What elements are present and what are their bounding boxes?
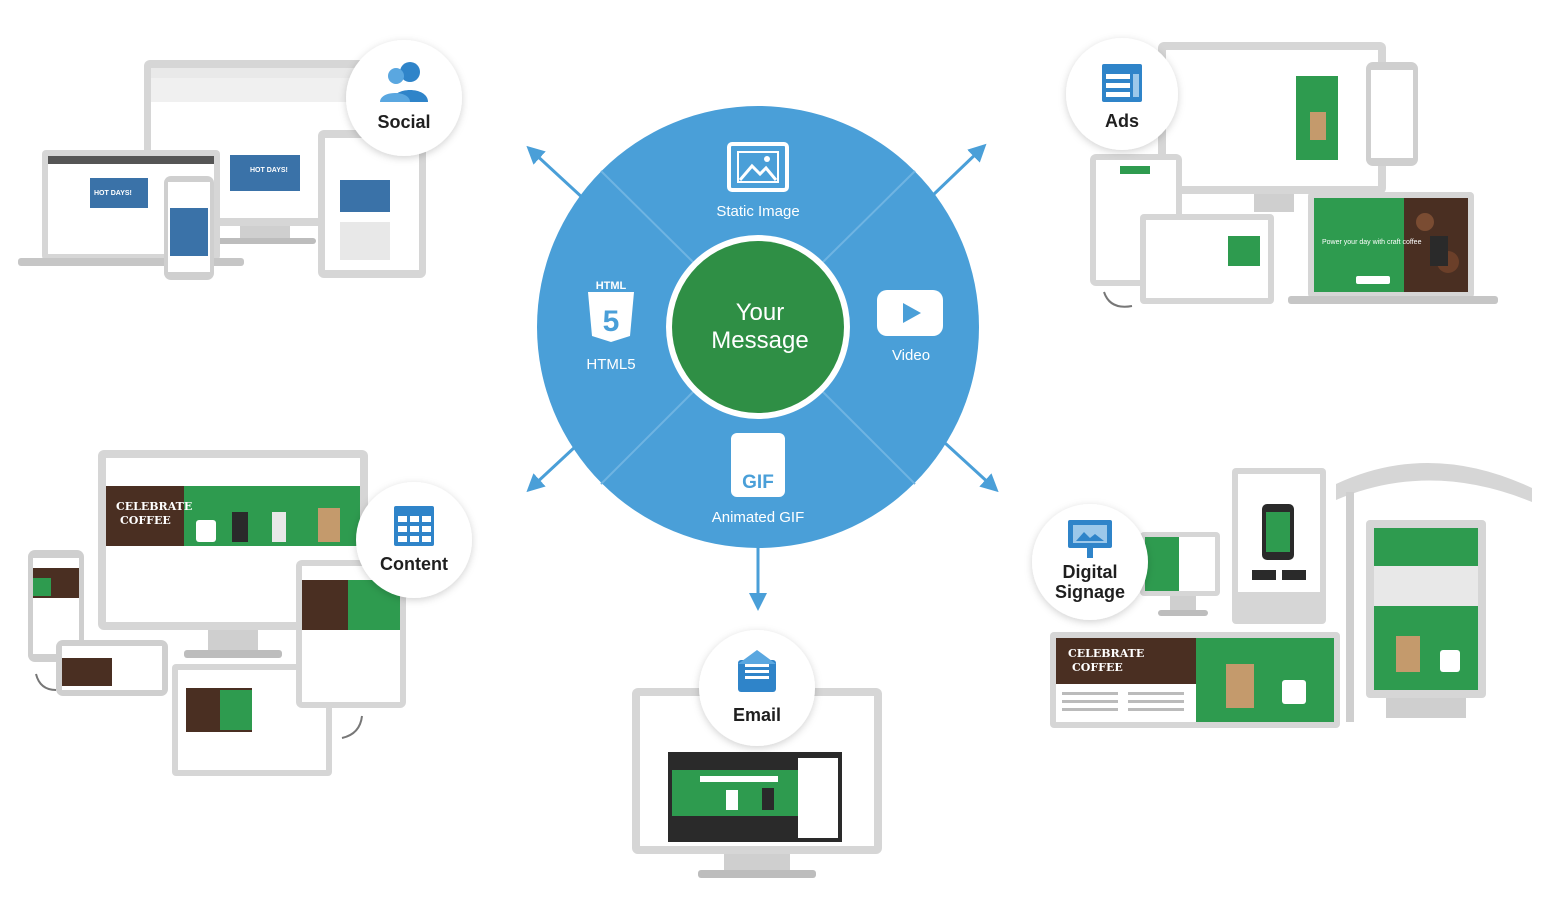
content-grid-icon <box>394 506 434 546</box>
video-label: Video <box>892 347 930 364</box>
video-play-icon <box>877 290 943 336</box>
celebrate-coffee-line1: CELEBRATE <box>116 500 192 513</box>
center-message-line2: Message <box>711 327 808 354</box>
html5-icon-caption: HTML <box>596 280 627 292</box>
wheel-divider <box>600 170 694 263</box>
arrow-to-social <box>526 145 587 202</box>
arrow-to-ads <box>930 143 987 198</box>
html5-label: HTML5 <box>586 356 635 373</box>
celebrate-coffee-line2: COFFEE <box>120 514 171 527</box>
bus-shelter-roof <box>1336 462 1532 502</box>
content-devices: CELEBRATE COFFEE <box>28 450 472 776</box>
celebrate-coffee-line1: CELEBRATE <box>1068 647 1144 660</box>
html5-icon: 5 <box>588 292 634 342</box>
animated-gif-label: Animated GIF <box>712 509 805 526</box>
digital-signage-badge <box>1032 504 1148 620</box>
ads-layout-icon <box>1102 64 1142 102</box>
social-people-icon <box>380 62 428 102</box>
gif-file-icon: GIF <box>731 433 785 497</box>
social-devices: HOT DAYS! HOT DAYS! Social <box>18 40 462 280</box>
celebrate-coffee-line2: COFFEE <box>1072 661 1123 674</box>
ad-copy-text: Power your day with craft coffee <box>1322 239 1422 246</box>
connector-arrows <box>526 143 999 611</box>
center-message-line1: Your <box>736 299 785 326</box>
digital-signage-label-line1: Digital <box>1062 562 1117 582</box>
channel-wheel: Your Message Static Image 5 HTML HTML5 V… <box>537 106 979 548</box>
digital-signage-label-line2: Signage <box>1055 582 1125 602</box>
gif-icon-text: GIF <box>742 472 774 493</box>
digital-signage-devices: CELEBRATE COFFEE Digital Signage <box>1032 462 1532 728</box>
center-message-circle <box>672 241 844 413</box>
email-label: Email <box>733 705 781 725</box>
ads-label: Ads <box>1105 111 1139 131</box>
arrow-to-digital-signage <box>943 441 999 493</box>
hot-days-text: HOT DAYS! <box>250 167 288 174</box>
social-label: Social <box>377 112 430 132</box>
static-image-icon <box>727 142 789 192</box>
wheel-divider <box>822 391 916 485</box>
ads-devices: Power your day with craft coffee Ads <box>1066 38 1498 308</box>
content-label: Content <box>380 554 448 574</box>
html5-icon-number: 5 <box>603 305 620 338</box>
wheel-divider <box>822 170 916 263</box>
email-envelope-icon <box>738 650 776 692</box>
wheel-divider <box>600 391 694 485</box>
billboard-icon <box>1068 520 1112 558</box>
email-device: Email <box>632 630 882 878</box>
hot-days-text: HOT DAYS! <box>94 190 132 197</box>
static-image-label: Static Image <box>716 203 799 220</box>
arrow-to-content <box>526 444 578 493</box>
